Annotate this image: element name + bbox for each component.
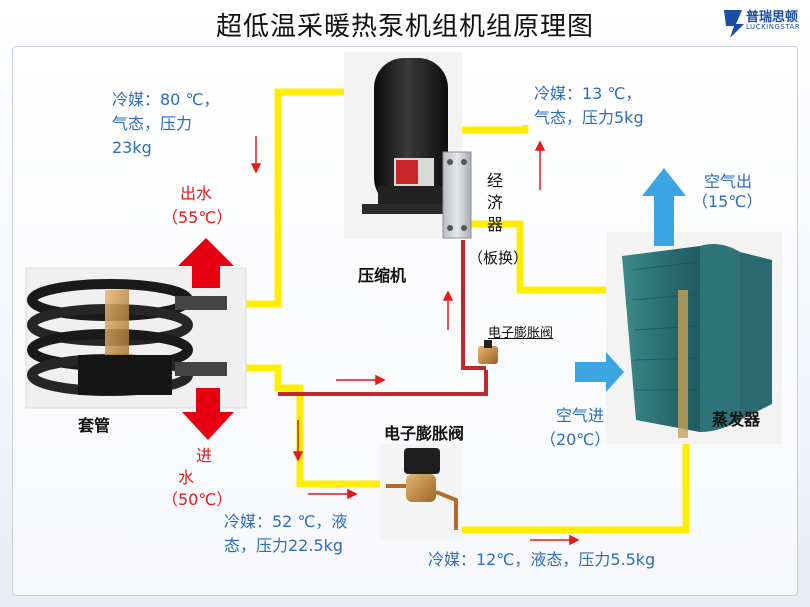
brand-logo-icon xyxy=(724,10,744,38)
refrigerant-economizer-text: 冷媒：13 ℃， 气态，压力5kg xyxy=(534,84,644,127)
brand-name-en: LUCKINGSTAR xyxy=(746,23,801,31)
economizer-sub-label: （板换） xyxy=(468,249,529,267)
diagram-title: 超低温采暖热泵机组机组原理图 xyxy=(215,12,594,42)
water-out-label: 出水 xyxy=(180,184,213,203)
exv-small-icon xyxy=(478,340,498,364)
economizer-icon xyxy=(442,151,472,239)
air-out-arrow-icon xyxy=(642,168,686,246)
air-in-label: 空气进 xyxy=(556,406,605,425)
water-out-temp: （55℃） xyxy=(162,208,233,227)
water-in-temp: （50℃） xyxy=(162,490,233,509)
water-in-label-1: 进 xyxy=(196,446,213,465)
air-arrows xyxy=(575,168,686,392)
exv-large-icon xyxy=(380,444,462,540)
refrigerant-discharge-text: 冷媒：80 ℃， 气态，压力 23kg xyxy=(112,90,220,157)
water-out-arrow-icon xyxy=(178,238,234,288)
evaporator-label: 蒸发器 xyxy=(712,410,761,429)
exv-large-label: 电子膨胀阀 xyxy=(384,424,465,443)
compressor-icon xyxy=(344,52,462,238)
refrigerant-condenser-out-text: 冷媒：52 ℃，液 态，压力22.5kg xyxy=(224,512,348,555)
air-out-label: 空气出 xyxy=(704,172,753,191)
tube-heat-exchanger-icon xyxy=(25,267,247,409)
refrigerant-evap-in-text: 冷媒：12℃，液态，压力5.5kg xyxy=(428,550,656,569)
water-arrows xyxy=(178,238,234,440)
tube-hx-label: 套管 xyxy=(78,416,111,435)
evaporator-icon xyxy=(606,232,782,444)
air-in-temp: （20℃） xyxy=(540,430,611,449)
economizer-label: 经 济 器 xyxy=(487,171,504,234)
flow-arrows xyxy=(250,136,580,546)
air-out-temp: （15℃） xyxy=(692,192,763,211)
air-in-arrow-icon xyxy=(575,352,624,392)
exv-small-label: 电子膨胀阀 xyxy=(488,326,554,341)
water-in-label-2: 水 xyxy=(178,468,195,487)
compressor-label: 压缩机 xyxy=(358,266,407,285)
brand-name-cn: 普瑞思顿 xyxy=(746,10,799,25)
water-in-arrow-icon xyxy=(182,388,234,440)
